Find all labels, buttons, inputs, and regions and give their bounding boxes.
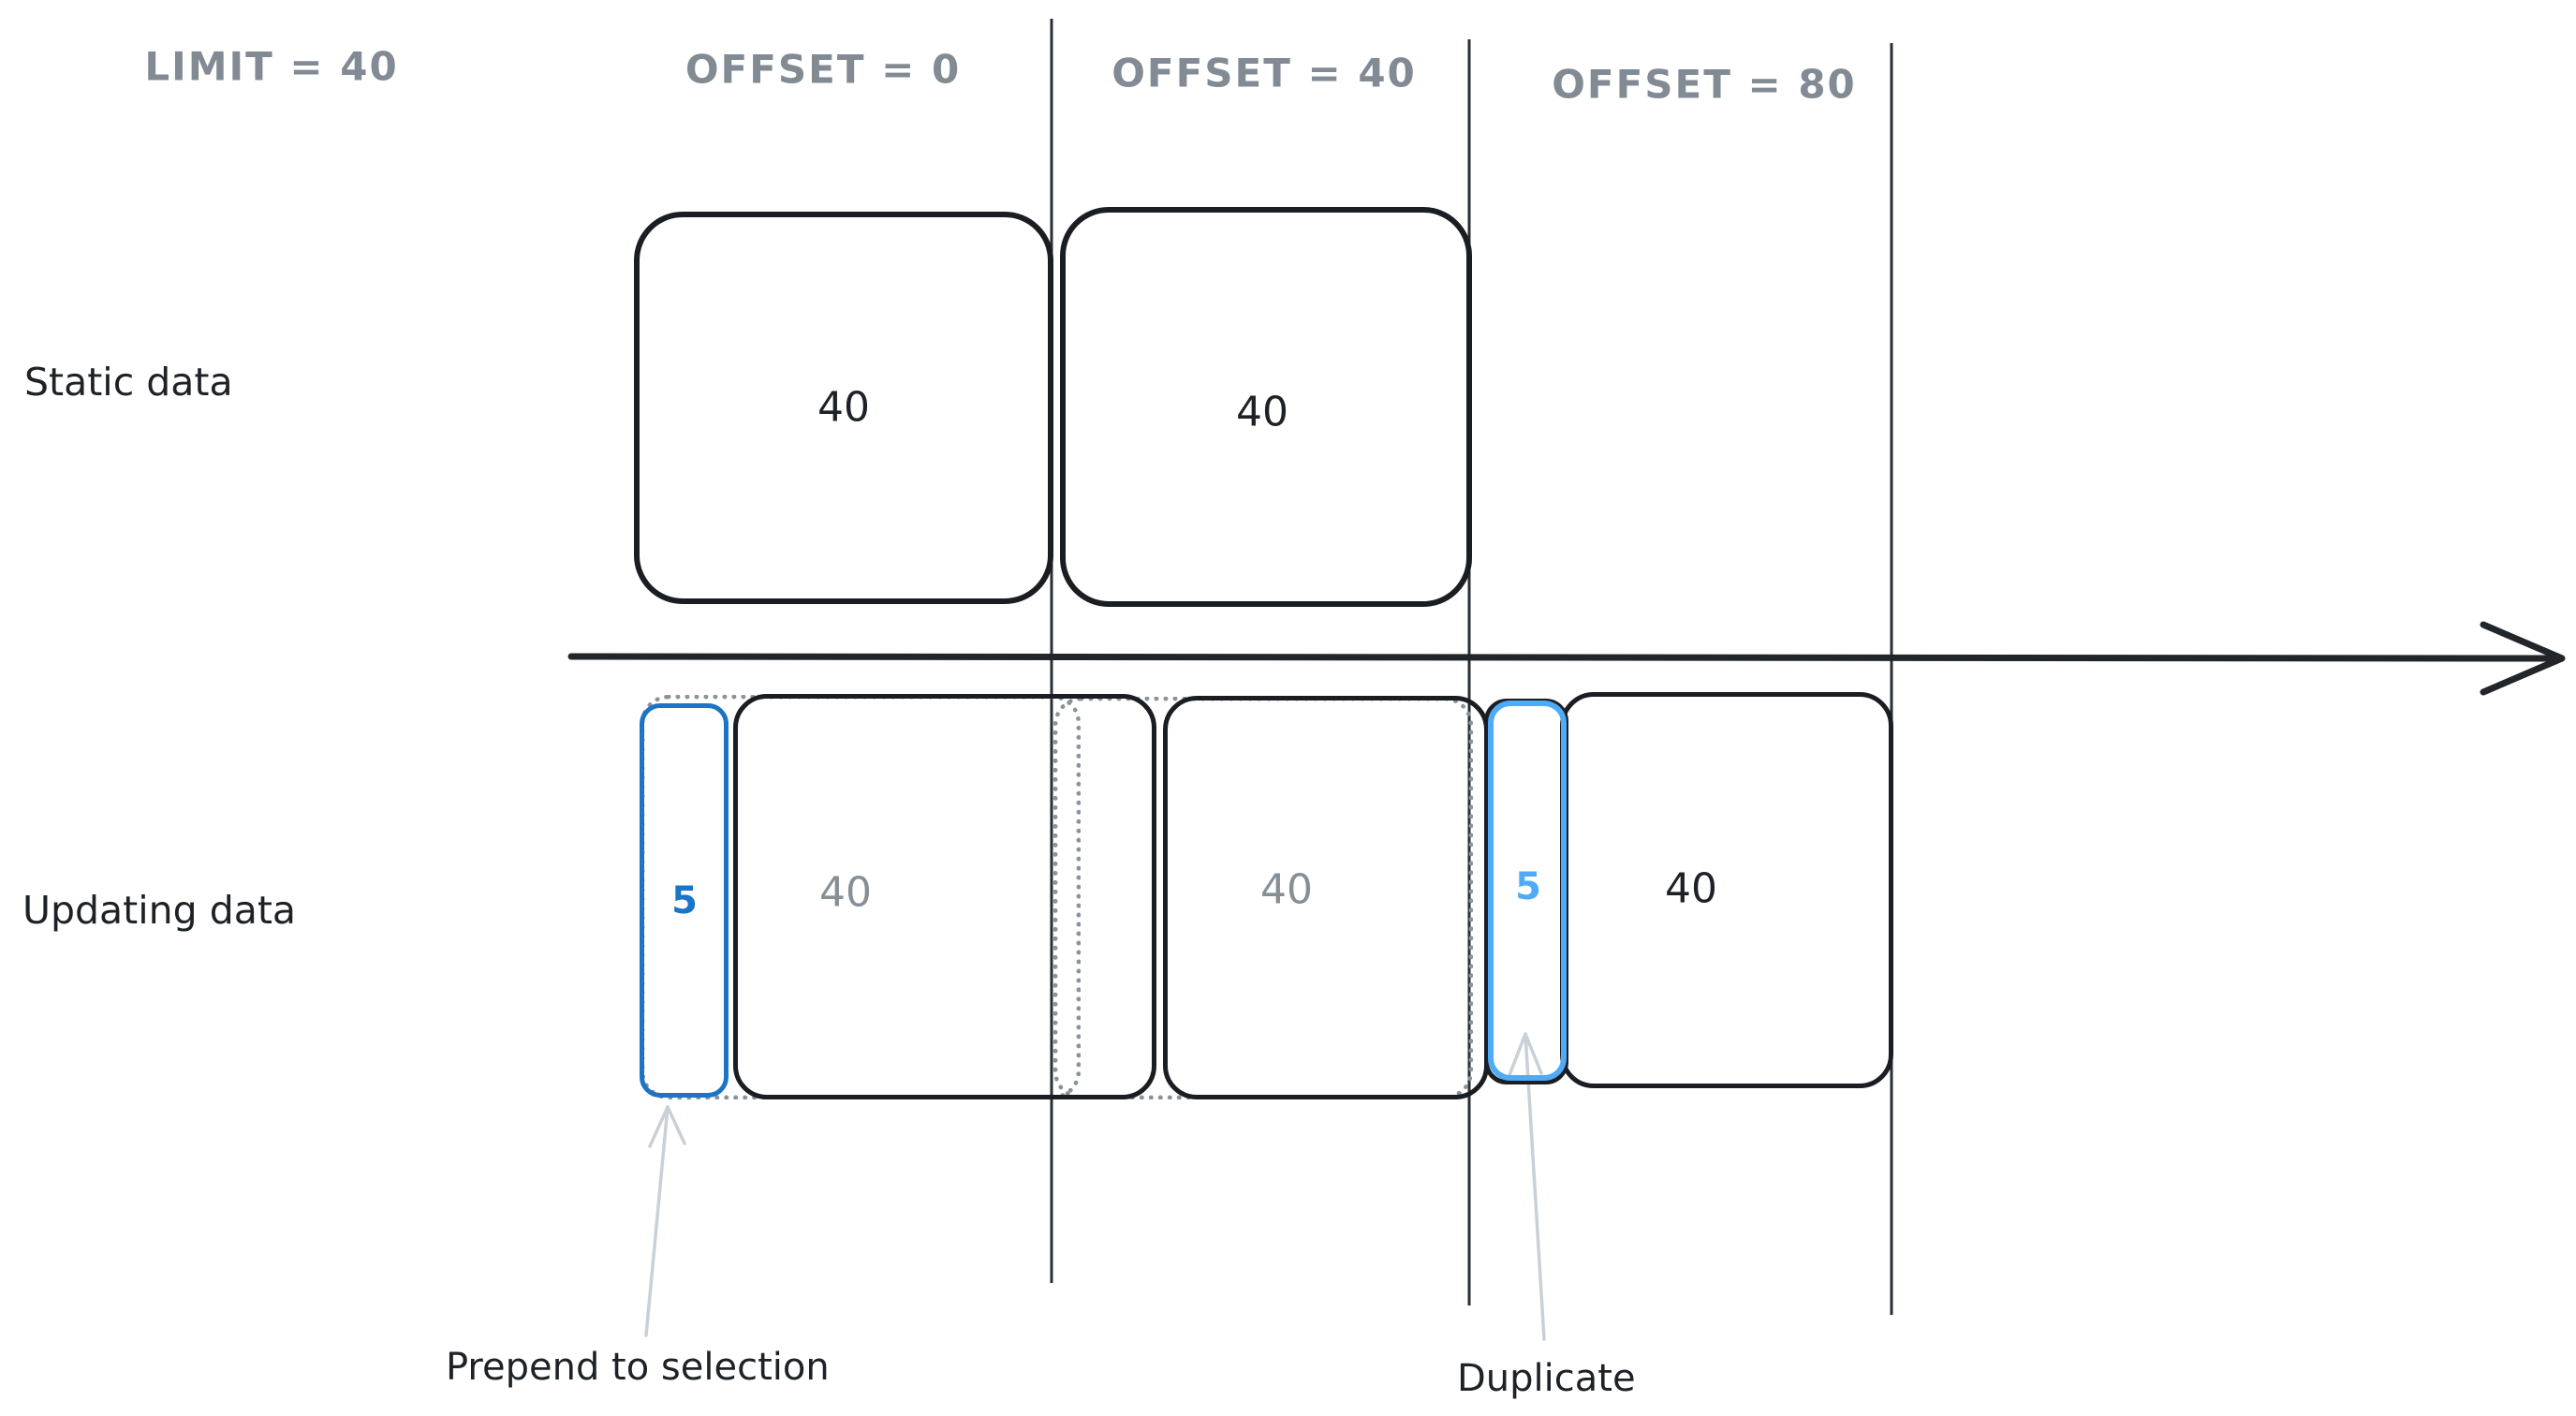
timeline-arrowhead-icon (2480, 621, 2566, 696)
static-page2-box (1060, 207, 1472, 607)
annotation-prepend: Prepend to selection (446, 1346, 830, 1389)
row-label-updating: Updating data (22, 888, 297, 933)
updating-page3-value: 40 (1665, 864, 1717, 913)
prepend-guide-arrowhead-icon (648, 1105, 686, 1148)
updating-page2-value: 40 (1260, 865, 1313, 914)
static-page1-box (634, 212, 1053, 604)
updating-page1-value: 40 (819, 868, 872, 917)
prepend-guide-arrow-shaft (644, 1105, 670, 1337)
header-offset-0: OFFSET = 0 (684, 46, 962, 93)
header-limit: LIMIT = 40 (144, 43, 399, 90)
prepend-highlight-box (640, 703, 729, 1098)
row-label-static: Static data (24, 360, 233, 405)
static-page1-value: 40 (817, 383, 870, 432)
static-page2-value: 40 (1236, 388, 1288, 436)
timeline-arrow-shaft (567, 653, 2558, 662)
updating-page3-box (1560, 692, 1893, 1088)
header-offset-80: OFFSET = 80 (1552, 61, 1857, 108)
updating-page1-box (733, 694, 1156, 1099)
duplicate-count-value: 5 (1515, 865, 1541, 908)
duplicate-highlight-box (1488, 701, 1567, 1081)
header-offset-40: OFFSET = 40 (1111, 50, 1417, 96)
annotation-duplicate: Duplicate (1457, 1357, 1636, 1400)
prepended-count-value: 5 (671, 879, 698, 922)
updating-page2-box (1163, 696, 1489, 1099)
